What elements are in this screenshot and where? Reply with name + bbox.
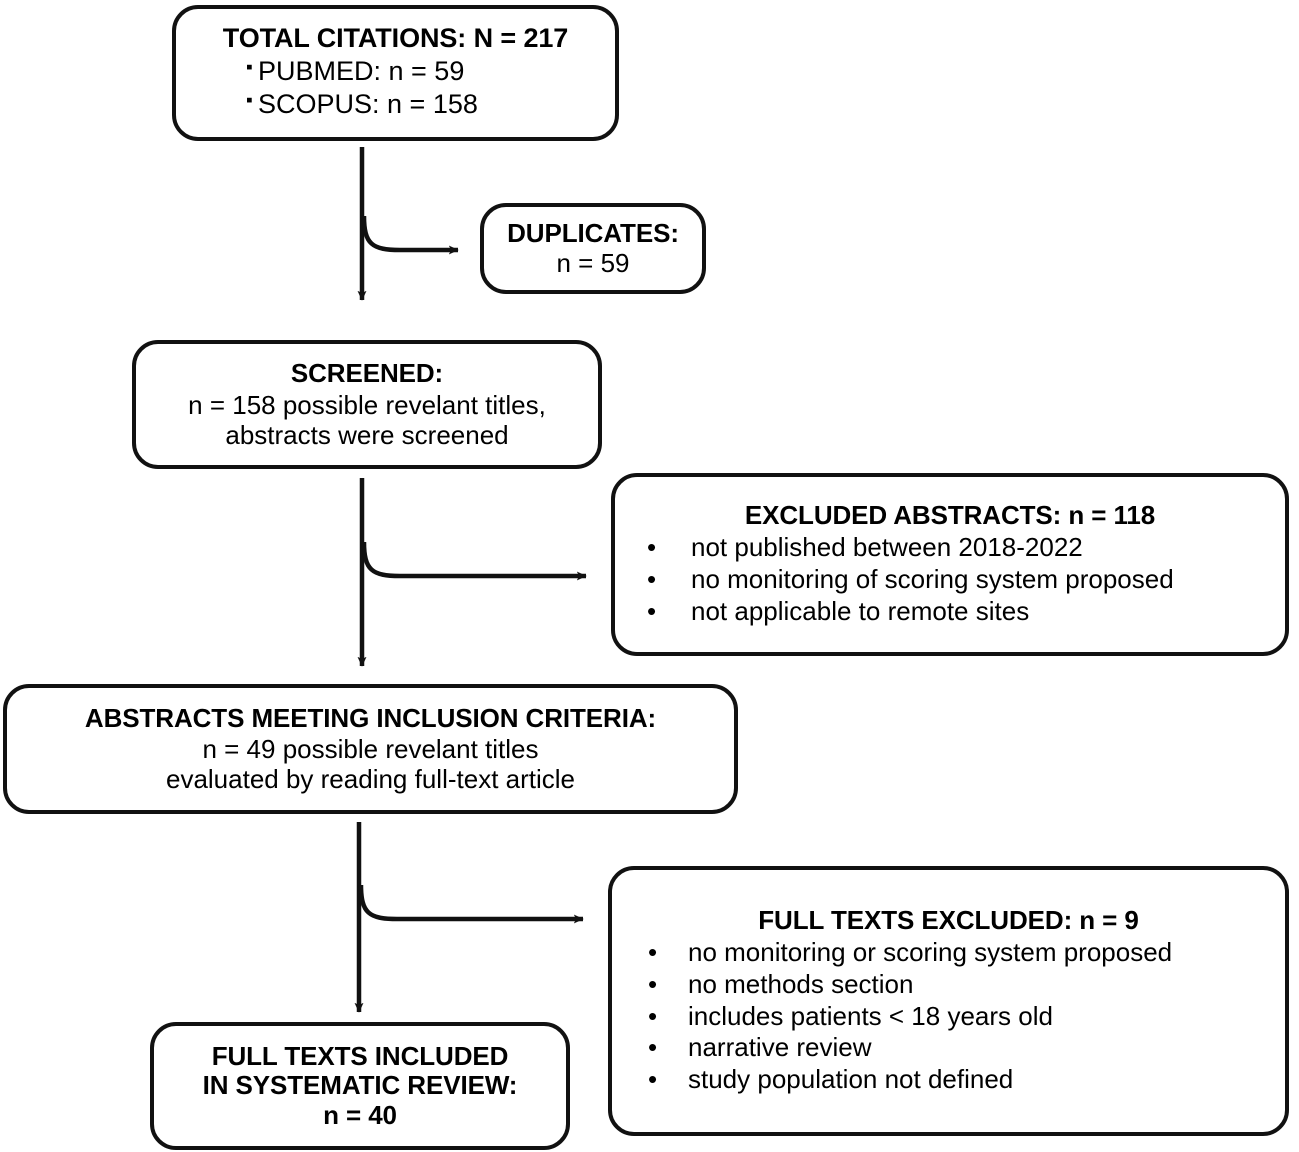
list-item: ▪ SCOPUS: n = 158 bbox=[186, 88, 605, 121]
list-item-label: narrative review bbox=[688, 1032, 872, 1063]
square-bullet-icon: ▪ bbox=[246, 56, 253, 78]
inclusion-criteria-line-2: evaluated by reading full-text article bbox=[165, 764, 575, 795]
list-item-label: study population not defined bbox=[688, 1064, 1014, 1095]
round-bullet-icon: • bbox=[647, 532, 657, 563]
full-texts-excluded-reason-list: • no monitoring or scoring system propos… bbox=[622, 937, 1275, 1096]
inclusion-criteria-title: ABSTRACTS MEETING INCLUSION CRITERIA: bbox=[84, 702, 657, 733]
list-item: ▪ PUBMED: n = 59 bbox=[186, 55, 605, 88]
list-item-label: not applicable to remote sites bbox=[691, 595, 1030, 626]
list-item-label: SCOPUS: n = 158 bbox=[258, 88, 478, 119]
screened-line-1: n = 158 possible revelant titles, bbox=[188, 389, 546, 420]
duplicates-count: n = 59 bbox=[556, 247, 630, 278]
list-item-label: includes patients < 18 years old bbox=[688, 1000, 1053, 1031]
excluded-abstracts-title: EXCLUDED ABSTRACTS: n = 118 bbox=[744, 500, 1156, 531]
full-texts-included-title-line-1: FULL TEXTS INCLUDED bbox=[211, 1041, 509, 1072]
full-texts-included-count: n = 40 bbox=[323, 1099, 397, 1130]
list-item: • includes patients < 18 years old bbox=[622, 1001, 1275, 1033]
arrow-to-duplicates bbox=[361, 215, 459, 255]
screened-title: SCREENED: bbox=[290, 357, 444, 388]
round-bullet-icon: • bbox=[648, 937, 658, 968]
node-full-texts-excluded: FULL TEXTS EXCLUDED: n = 9 • no monitori… bbox=[608, 866, 1289, 1136]
arrow-to-full-texts-excluded bbox=[358, 884, 584, 924]
list-item-label: no methods section bbox=[688, 968, 914, 999]
list-item: • not published between 2018-2022 bbox=[625, 532, 1275, 564]
round-bullet-icon: • bbox=[648, 1000, 658, 1031]
excluded-abstracts-reason-list: • not published between 2018-2022 • no m… bbox=[625, 532, 1275, 627]
full-texts-excluded-title: FULL TEXTS EXCLUDED: n = 9 bbox=[758, 905, 1139, 936]
round-bullet-icon: • bbox=[648, 1032, 658, 1063]
node-total-citations: TOTAL CITATIONS: N = 217 ▪ PUBMED: n = 5… bbox=[172, 5, 619, 141]
screened-line-2: abstracts were screened bbox=[225, 420, 509, 451]
list-item-label: no monitoring or scoring system proposed bbox=[688, 937, 1173, 968]
list-item-label: no monitoring of scoring system proposed bbox=[691, 564, 1174, 595]
list-item: • no monitoring of scoring system propos… bbox=[625, 564, 1275, 596]
arrow-to-excluded-abstracts bbox=[361, 541, 587, 581]
round-bullet-icon: • bbox=[647, 595, 657, 626]
round-bullet-icon: • bbox=[647, 564, 657, 595]
round-bullet-icon: • bbox=[648, 968, 658, 999]
node-inclusion-criteria: ABSTRACTS MEETING INCLUSION CRITERIA: n … bbox=[3, 684, 738, 814]
list-item: • study population not defined bbox=[622, 1064, 1275, 1096]
node-excluded-abstracts: EXCLUDED ABSTRACTS: n = 118 • not publis… bbox=[611, 473, 1289, 656]
node-duplicates: DUPLICATES: n = 59 bbox=[480, 203, 706, 294]
list-item: • no methods section bbox=[622, 969, 1275, 1001]
node-full-texts-included: FULL TEXTS INCLUDED IN SYSTEMATIC REVIEW… bbox=[150, 1022, 570, 1150]
round-bullet-icon: • bbox=[648, 1064, 658, 1095]
full-texts-included-title-line-2: IN SYSTEMATIC REVIEW: bbox=[202, 1070, 518, 1101]
square-bullet-icon: ▪ bbox=[246, 89, 253, 111]
total-citations-title: TOTAL CITATIONS: N = 217 bbox=[222, 23, 569, 54]
inclusion-criteria-line-1: n = 49 possible revelant titles bbox=[202, 733, 539, 764]
list-item-label: PUBMED: n = 59 bbox=[258, 55, 465, 86]
list-item: • narrative review bbox=[622, 1032, 1275, 1064]
duplicates-title: DUPLICATES: bbox=[507, 217, 679, 248]
total-citations-source-list: ▪ PUBMED: n = 59 ▪ SCOPUS: n = 158 bbox=[186, 55, 605, 121]
list-item: • no monitoring or scoring system propos… bbox=[622, 937, 1275, 969]
list-item-label: not published between 2018-2022 bbox=[691, 532, 1083, 563]
node-screened: SCREENED: n = 158 possible revelant titl… bbox=[132, 340, 602, 469]
list-item: • not applicable to remote sites bbox=[625, 596, 1275, 628]
